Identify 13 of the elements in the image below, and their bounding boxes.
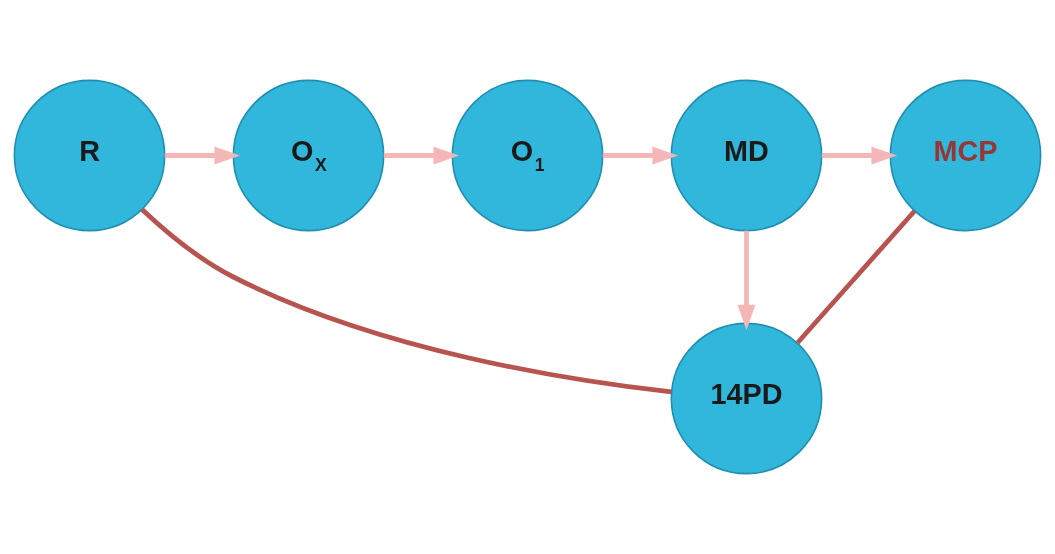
connector — [795, 209, 917, 345]
node-circle: O$_{1}$ — [451, 79, 604, 232]
node-circle: R — [13, 79, 166, 232]
connector — [140, 207, 672, 395]
arrow — [737, 230, 756, 331]
arrow — [821, 146, 898, 165]
arrow — [383, 146, 460, 165]
arrow — [602, 146, 679, 165]
node-circle: O$_{X}$ — [232, 79, 385, 232]
arrow — [164, 146, 241, 165]
node-circle: 14PD — [670, 322, 823, 475]
node-circle: MCP — [889, 79, 1042, 232]
node-circle: MD — [670, 79, 823, 232]
